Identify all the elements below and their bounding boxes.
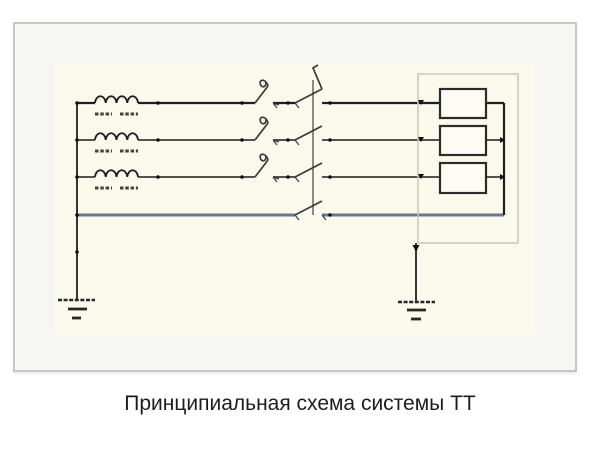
circuit-breakers — [254, 79, 280, 183]
circuit-breaker-icon — [254, 153, 280, 183]
load-box-icon — [438, 161, 488, 195]
source-windings — [94, 95, 139, 190]
multi-pole-switch — [294, 64, 327, 221]
earth-electrode-left — [58, 103, 95, 320]
image-panel — [13, 22, 577, 372]
junction-dots — [75, 101, 332, 254]
source-winding-icon — [94, 95, 139, 116]
circuit-breaker-icon — [254, 116, 280, 146]
earth-electrode-right — [398, 243, 435, 321]
schematic-canvas — [55, 63, 535, 335]
circuit-breaker-icon — [254, 79, 280, 109]
earth-electrode-icon — [58, 298, 95, 320]
load-enclosure — [417, 73, 519, 244]
earth-electrode-icon — [398, 300, 435, 321]
load-box-icon — [438, 87, 488, 120]
loads — [418, 87, 506, 215]
source-winding-icon — [94, 132, 139, 153]
circuit-diagram — [58, 64, 519, 321]
load-box-icon — [438, 124, 488, 157]
phase-wires — [77, 101, 504, 178]
figure-caption: Принципиальная схема системы ТТ — [124, 392, 476, 415]
source-winding-icon — [94, 169, 139, 190]
